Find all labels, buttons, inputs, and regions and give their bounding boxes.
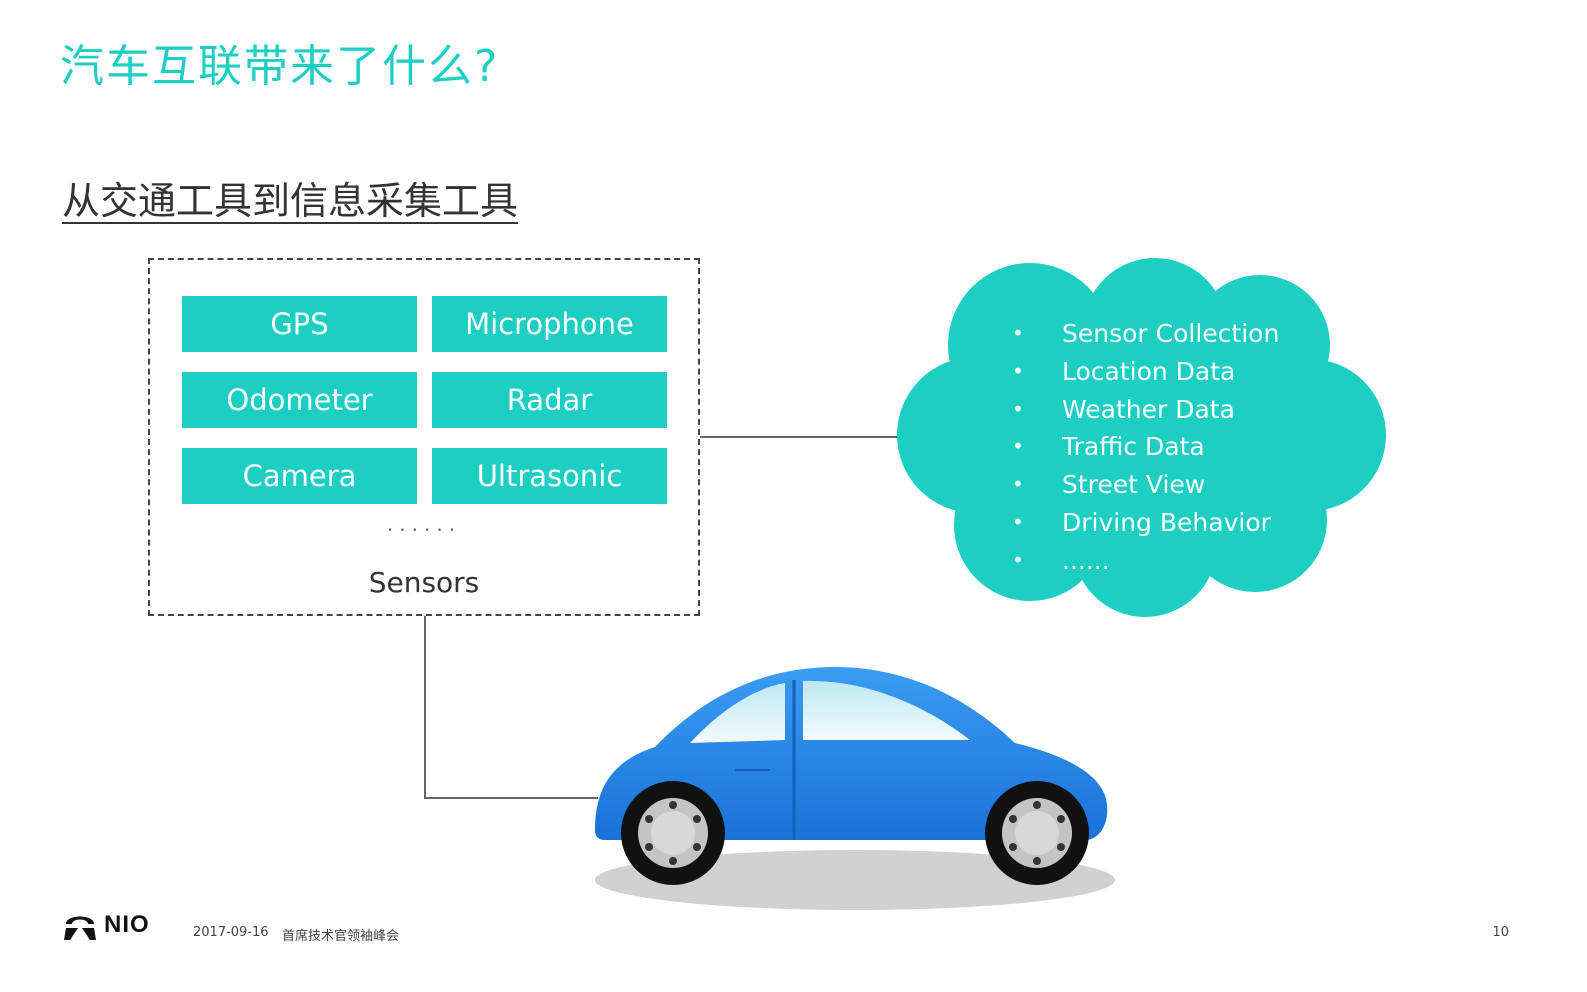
footer-event: 首席技术官领袖峰会 bbox=[282, 929, 400, 944]
cloud-item: Location Data bbox=[1008, 353, 1279, 391]
cloud-item: Driving Behavior bbox=[1008, 504, 1279, 542]
slide-title: 汽车互联带来了什么? bbox=[60, 41, 500, 92]
sensor-tile-radar: Radar bbox=[432, 372, 667, 428]
cloud-item: ...... bbox=[1008, 542, 1279, 580]
sensor-tile-ultrasonic: Ultrasonic bbox=[432, 448, 667, 504]
sensor-tile-microphone: Microphone bbox=[432, 296, 667, 352]
cloud-item: Traffic Data bbox=[1008, 428, 1279, 466]
sensors-label: Sensors bbox=[368, 566, 480, 599]
sensors-group: GPS Microphone Odometer Radar Camera Ult… bbox=[148, 258, 700, 616]
sensor-tile-gps: GPS bbox=[182, 296, 417, 352]
sensor-tile-camera: Camera bbox=[182, 448, 417, 504]
slide-subtitle: 从交通工具到信息采集工具 bbox=[62, 179, 519, 223]
car-illustration bbox=[595, 667, 1115, 910]
page-number: 10 bbox=[1492, 925, 1509, 940]
footer-brand: NIO bbox=[62, 908, 150, 942]
footer-date: 2017-09-16 bbox=[193, 925, 269, 940]
nio-logo-icon bbox=[64, 916, 96, 940]
sensors-ellipsis: ······ bbox=[386, 518, 462, 542]
cloud-item: Street View bbox=[1008, 466, 1279, 504]
brand-name: NIO bbox=[104, 911, 150, 938]
cloud-item: Weather Data bbox=[1008, 391, 1279, 429]
sensor-tile-odometer: Odometer bbox=[182, 372, 417, 428]
cloud-data-list: Sensor Collection Location Data Weather … bbox=[1008, 315, 1279, 580]
cloud-item: Sensor Collection bbox=[1008, 315, 1279, 353]
